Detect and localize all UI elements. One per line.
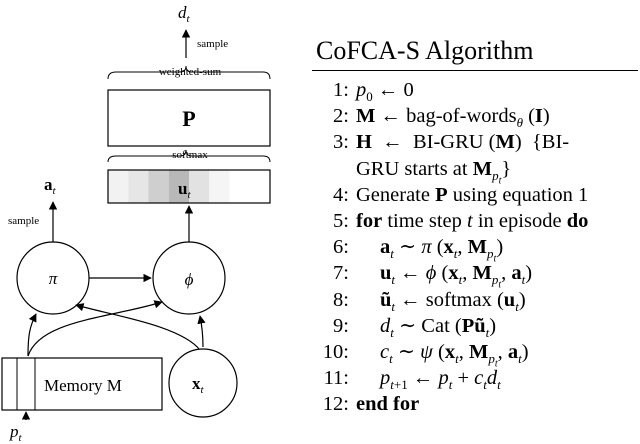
sample-label-left: sample bbox=[8, 215, 39, 227]
u-t-shade-segment bbox=[189, 170, 210, 203]
algorithm-line-8: 8: ũt ← softmax (ut) bbox=[312, 287, 638, 314]
line-number: 6: bbox=[333, 236, 349, 259]
p-matrix-box bbox=[107, 89, 271, 147]
algorithm-line-1: 1: p0 ← 0 bbox=[312, 77, 638, 104]
line-number: 12: bbox=[322, 393, 349, 416]
line-number: 11: bbox=[323, 367, 349, 390]
p-matrix-label: P bbox=[182, 106, 195, 131]
a-t-label: at bbox=[44, 175, 57, 197]
algorithm-line-5: 5: for time step t in episode do bbox=[312, 208, 638, 234]
line-text: dt ∼ Cat (Pũt) bbox=[380, 314, 497, 340]
line-text: pt+1 ← pt + ctdt bbox=[380, 367, 501, 393]
u-t-shading bbox=[108, 170, 230, 203]
u-t-shade-segment bbox=[128, 170, 149, 203]
line-text: ut ← ϕ (xt, Mpt, at) bbox=[380, 262, 533, 291]
x-to-phi-arrow bbox=[197, 315, 206, 348]
algorithm-title: CoFCA-S Algorithm bbox=[316, 36, 534, 65]
line-number: 1: bbox=[333, 79, 349, 101]
algorithm-line-2: 2: M ← bag-of-wordsθ (I) bbox=[312, 103, 638, 130]
memory-to-phi-arrow bbox=[27, 300, 163, 357]
algorithm-line-3: 3: H ← BI-GRU (M) {BI- bbox=[312, 129, 638, 155]
line-number: 7: bbox=[333, 262, 349, 285]
algorithm-rule bbox=[312, 70, 638, 71]
line-text: at ∼ π (xt, Mpt) bbox=[380, 236, 504, 265]
u-t-shade-segment bbox=[209, 170, 230, 203]
x-t-node bbox=[168, 348, 238, 418]
u-t-shade-segment bbox=[148, 170, 169, 203]
line-number: 3: bbox=[333, 131, 349, 154]
u-t-shade-segment bbox=[168, 170, 189, 203]
line-number: 5: bbox=[333, 209, 349, 232]
algorithm-line-11: 11: pt+1 ← pt + ctdt bbox=[312, 365, 638, 392]
algorithm-line-7: 7: ut ← ϕ (xt, Mpt, at) bbox=[312, 260, 638, 291]
algorithm-line-9: 9: dt ∼ Cat (Pũt) bbox=[312, 313, 638, 340]
architecture-diagram: dt sample weighted-sum P softmax ut at s… bbox=[1, 3, 271, 444]
line-text: GRU starts at Mpt} bbox=[356, 157, 512, 187]
pi-label: π bbox=[49, 269, 58, 288]
weighted-sum-brace bbox=[107, 65, 271, 80]
line-number: 9: bbox=[333, 314, 349, 337]
u-t-label: ut bbox=[178, 179, 191, 201]
line-number: 8: bbox=[333, 288, 349, 311]
u-t-shade-segment bbox=[108, 170, 129, 203]
algorithm-lines: 1: p0 ← 0 2: M ← bag-of-wordsθ (I) 3: H … bbox=[312, 71, 638, 417]
line-text: end for bbox=[356, 393, 420, 416]
sample-label-top: sample bbox=[197, 38, 228, 50]
weighted-sum-label: weighted-sum bbox=[159, 66, 222, 78]
d-t-label: dt bbox=[178, 3, 191, 25]
memory-label: Memory M bbox=[44, 376, 122, 395]
line-text: ct ∼ ψ (xt, Mpt, at) bbox=[380, 340, 529, 370]
algorithm-line-6: 6: at ∼ π (xt, Mpt) bbox=[312, 234, 638, 265]
softmax-label: softmax bbox=[172, 149, 208, 161]
memory-to-pi-arrow bbox=[27, 313, 37, 357]
algorithm-panel: CoFCA-S Algorithm 1: p0 ← 0 2: M ← bag-o… bbox=[312, 36, 638, 417]
pointer-label: pt bbox=[9, 422, 23, 444]
line-text: p0 ← 0 bbox=[356, 79, 414, 105]
line-number: 4: bbox=[333, 183, 349, 206]
x-to-pi-arrow bbox=[75, 303, 201, 351]
x-t-label: xt bbox=[192, 374, 205, 396]
phi-label: ϕ bbox=[185, 270, 194, 289]
algorithm-line-12: 12: end for bbox=[312, 391, 638, 417]
algorithm-line-3-cont: GRU starts at Mpt} bbox=[312, 156, 638, 187]
algorithm-line-4: 4: Generate P using equation 1 bbox=[312, 182, 638, 208]
line-number: 2: bbox=[333, 105, 349, 128]
line-text: Generate P using equation 1 bbox=[356, 183, 589, 206]
line-text: ũt ← softmax (ut) bbox=[380, 288, 526, 314]
line-number: 10: bbox=[322, 340, 349, 363]
line-text: for time step t in episode do bbox=[356, 209, 589, 232]
u-t-box bbox=[107, 169, 271, 204]
line-text: M ← bag-of-wordsθ (I) bbox=[356, 105, 550, 131]
line-text: H ← BI-GRU (M) {BI- bbox=[356, 131, 570, 154]
memory-box bbox=[1, 357, 163, 411]
softmax-brace bbox=[107, 149, 271, 163]
algorithm-line-10: 10: ct ∼ ψ (xt, Mpt, at) bbox=[312, 339, 638, 370]
